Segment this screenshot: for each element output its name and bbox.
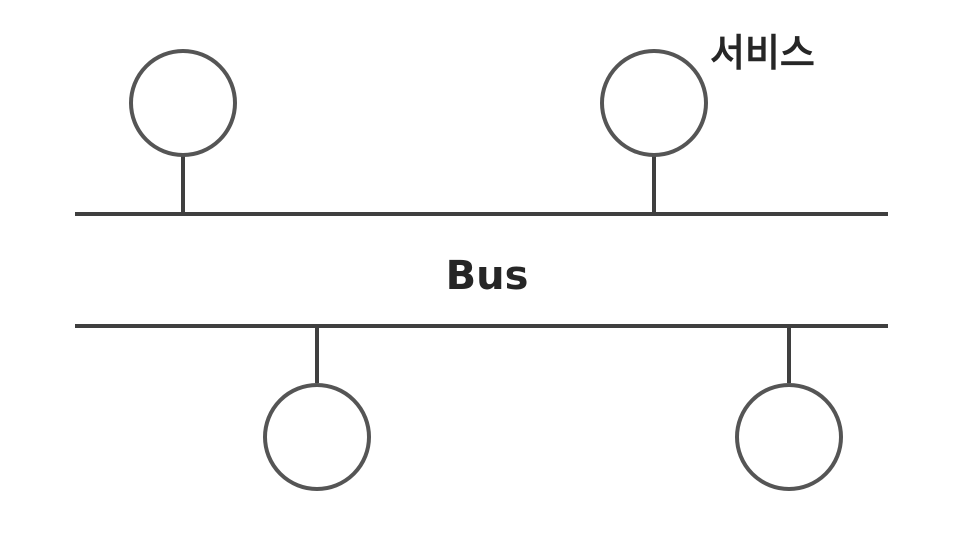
bus-label: Bus (446, 253, 529, 299)
service-node-top-left (129, 49, 237, 157)
service-node-bottom-left (263, 383, 371, 491)
service-label: 서비스 (710, 31, 815, 75)
service-node-bottom-right (735, 383, 843, 491)
service-node-top-right (600, 49, 708, 157)
